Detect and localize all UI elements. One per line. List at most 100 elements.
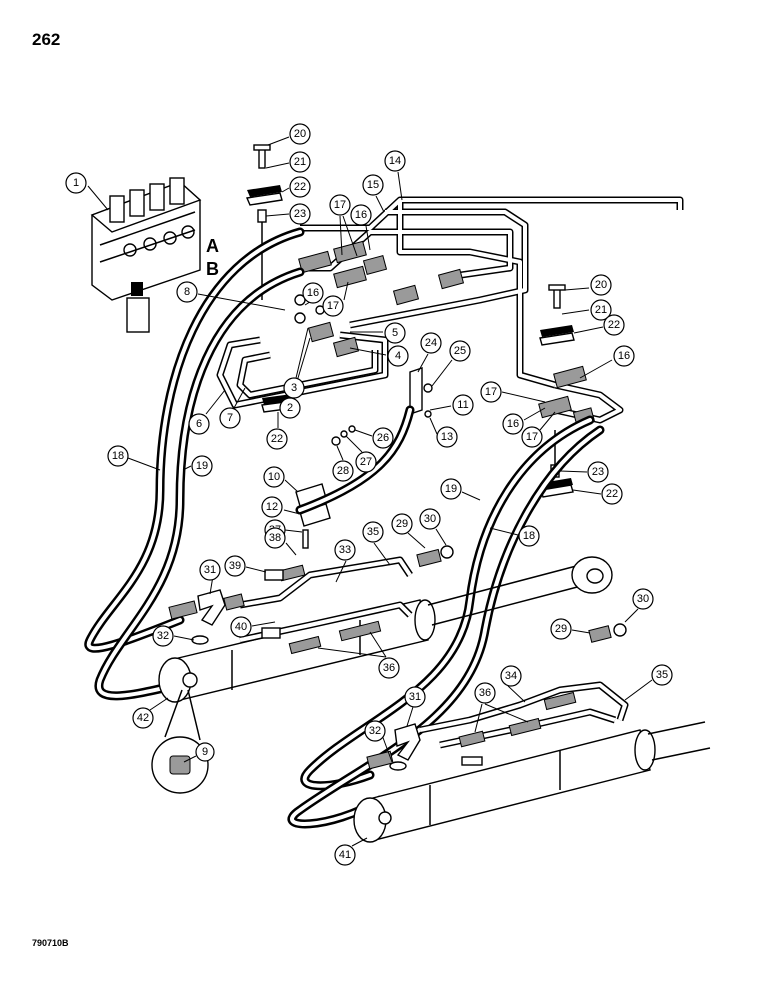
svg-text:18: 18	[523, 530, 535, 542]
callout-18a: 18	[107, 445, 161, 471]
callout-25: 25	[431, 340, 471, 387]
callout-32a: 32	[152, 625, 195, 647]
hoses	[84, 227, 605, 829]
svg-text:30: 30	[637, 593, 649, 605]
svg-text:22: 22	[271, 433, 283, 445]
callout-8: 8	[176, 281, 286, 311]
svg-text:39: 39	[229, 560, 241, 572]
document-code: 790710B	[32, 938, 69, 948]
callout-38: 38	[264, 527, 297, 556]
svg-text:35: 35	[367, 526, 379, 538]
callout-17c: 17	[480, 381, 546, 403]
callout-35a: 35	[362, 521, 391, 566]
svg-text:9: 9	[202, 746, 208, 758]
callout-1: 1	[65, 172, 109, 211]
callout-31a: 31	[199, 559, 221, 595]
svg-text:38: 38	[269, 532, 281, 544]
bracket	[331, 367, 433, 446]
svg-text:32: 32	[157, 630, 169, 642]
callout-32b: 32	[364, 720, 393, 763]
svg-text:34: 34	[505, 670, 517, 682]
plug-detail	[151, 689, 209, 794]
svg-text:40: 40	[235, 621, 247, 633]
callout-22a: 22	[281, 176, 311, 198]
svg-text:30: 30	[424, 513, 436, 525]
callout-22b: 22	[573, 314, 625, 336]
callout-19b: 19	[440, 478, 481, 501]
svg-text:26: 26	[377, 432, 389, 444]
svg-text:17: 17	[334, 199, 346, 211]
callout-39: 39	[224, 555, 267, 577]
right-cylinder	[353, 721, 711, 843]
svg-text:22: 22	[608, 319, 620, 331]
callout-6: 6	[188, 389, 226, 435]
callout-36a: 36	[317, 631, 400, 679]
callout-16c: 16	[579, 345, 635, 379]
svg-text:2: 2	[287, 402, 293, 414]
callout-23a: 23	[265, 203, 311, 225]
callout-26: 26	[354, 427, 394, 449]
svg-text:36: 36	[383, 662, 395, 674]
left-cylinder-tubes	[239, 556, 413, 655]
right-elbow	[366, 623, 627, 771]
callout-35b: 35	[624, 664, 673, 701]
svg-text:16: 16	[307, 287, 319, 299]
callout-23b: 23	[559, 461, 609, 483]
callout-18b: 18	[489, 525, 540, 547]
callout-34: 34	[500, 665, 526, 703]
svg-text:29: 29	[396, 518, 408, 530]
callout-12: 12	[261, 496, 301, 518]
callout-29a: 29	[391, 513, 426, 549]
svg-text:24: 24	[425, 337, 437, 349]
callout-28: 28	[332, 445, 354, 482]
hose-clamps	[295, 483, 331, 549]
svg-text:31: 31	[204, 564, 216, 576]
fittings-upper	[294, 240, 596, 427]
svg-text:14: 14	[389, 155, 401, 167]
svg-text:21: 21	[595, 304, 607, 316]
callout-17b: 17	[322, 281, 349, 317]
left-elbow	[168, 545, 454, 645]
svg-text:21: 21	[294, 156, 306, 168]
callout-24: 24	[417, 332, 442, 373]
callout-11: 11	[429, 394, 474, 416]
svg-text:41: 41	[339, 849, 351, 861]
callout-15: 15	[362, 174, 385, 213]
callout-17a: 17	[329, 194, 358, 257]
svg-text:20: 20	[294, 128, 306, 140]
svg-text:11: 11	[457, 399, 468, 411]
svg-text:4: 4	[395, 350, 401, 362]
callouts: 1 2 3 4 5 6 7 8 9 10 11 12 13 14 15 16 1…	[65, 123, 673, 866]
callout-4: 4	[349, 345, 409, 367]
callout-17d: 17	[521, 411, 556, 448]
callout-31b: 31	[404, 686, 426, 727]
svg-text:13: 13	[441, 431, 453, 443]
svg-text:22: 22	[294, 181, 306, 193]
callout-13: 13	[429, 417, 458, 448]
svg-text:17: 17	[485, 386, 497, 398]
callout-20b: 20	[564, 274, 612, 296]
port-label-a: A	[206, 236, 219, 256]
svg-text:15: 15	[367, 179, 379, 191]
svg-text:22: 22	[606, 488, 618, 500]
right-cylinder-tubes	[419, 681, 629, 766]
callout-40: 40	[230, 616, 276, 638]
svg-text:16: 16	[355, 209, 367, 221]
callout-5: 5	[350, 322, 406, 344]
callout-20a: 20	[267, 123, 311, 146]
callout-21a: 21	[265, 151, 311, 173]
svg-text:5: 5	[392, 327, 398, 339]
svg-text:31: 31	[409, 691, 421, 703]
callout-30b: 30	[624, 588, 654, 623]
svg-text:7: 7	[227, 412, 233, 424]
svg-text:33: 33	[339, 544, 351, 556]
callout-21b: 21	[561, 299, 612, 321]
svg-text:25: 25	[454, 345, 466, 357]
svg-text:19: 19	[445, 483, 457, 495]
svg-text:6: 6	[196, 418, 202, 430]
callout-10: 10	[263, 466, 299, 493]
svg-text:23: 23	[592, 466, 604, 478]
upper-tube-assembly	[300, 196, 684, 424]
svg-text:27: 27	[360, 456, 372, 468]
